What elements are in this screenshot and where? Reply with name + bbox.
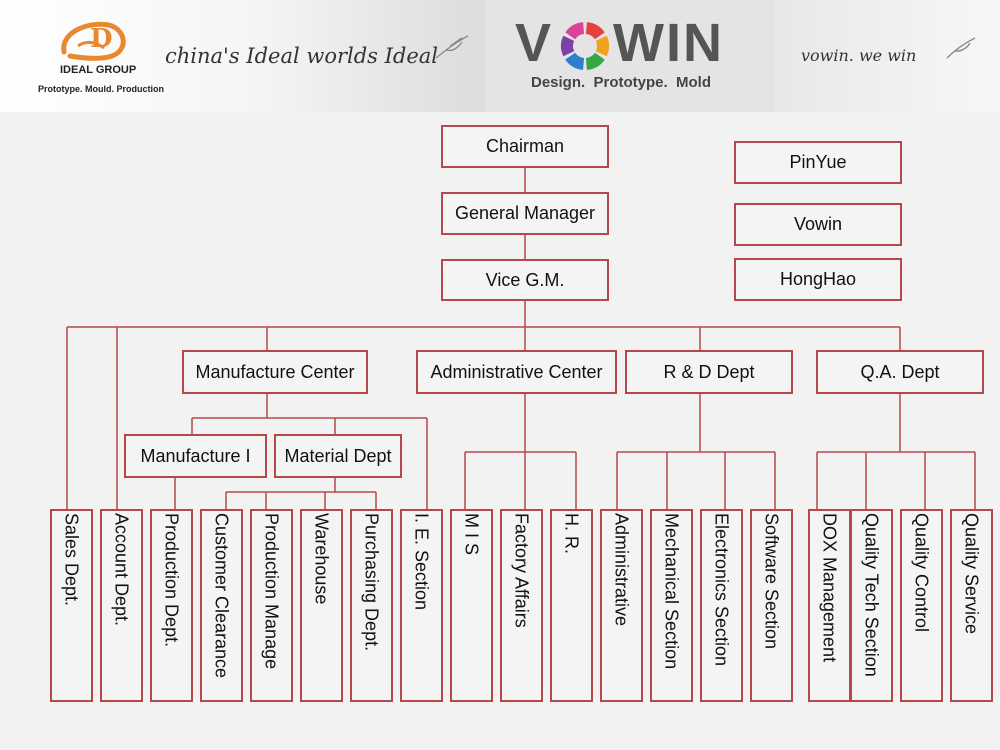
general-manager-box: General Manager: [441, 192, 609, 235]
leaf-label: Account Dept.: [111, 513, 132, 627]
manufacture-i-box: Manufacture I: [124, 434, 267, 478]
affiliate-honghao-box: HongHao: [734, 258, 902, 301]
leaf-label: Administrative: [611, 513, 632, 627]
vowin-wordmark-right: WIN: [613, 13, 724, 73]
leaf-mechanical-section: Mechanical Section: [650, 509, 693, 702]
leaf-factory-affairs: Factory Affairs: [500, 509, 543, 702]
gear-segment: [561, 35, 575, 57]
chairman-box: Chairman: [441, 125, 609, 168]
leaf-label: Quality Tech Section: [861, 513, 882, 677]
leaf-label: Sales Dept.: [61, 513, 82, 607]
affiliate-pinyue-box: PinYue: [734, 141, 902, 184]
header-banner: D IDEAL GROUP Prototype. Mould. Producti…: [0, 0, 1000, 112]
leaf-label: Warehouse: [311, 513, 332, 605]
leaf-label: Quality Service: [961, 513, 982, 635]
leaf-purchasing-dept: Purchasing Dept.: [350, 509, 393, 702]
leaf-label: M I S: [461, 513, 482, 556]
vowin-gear-icon: [561, 22, 609, 70]
ideal-group-subtitle: Prototype. Mould. Production: [38, 84, 164, 94]
leaf-customer-clearance: Customer Clearance: [200, 509, 243, 702]
leaf-label: Software Section: [761, 513, 782, 650]
leaf-label: Mechanical Section: [661, 513, 682, 670]
leaf-production-manage: Production Manage: [250, 509, 293, 702]
leaf-administrative: Administrative: [600, 509, 643, 702]
leaf-quality-service: Quality Service: [950, 509, 993, 702]
left-tagline: china's Ideal worlds Ideal: [165, 44, 439, 68]
leaf-quality-control: Quality Control: [900, 509, 943, 702]
ideal-group-name: IDEAL GROUP: [60, 64, 137, 76]
material-dept-box: Material Dept: [274, 434, 402, 478]
leaf-label: Electronics Section: [711, 513, 732, 667]
feather-pen-icon-right: [946, 37, 976, 59]
leaf-dox-management: DOX Management: [808, 509, 851, 702]
feather-pen-icon: [435, 35, 469, 59]
vowin-banner: V WIN Design. Prototype. Mold: [485, 0, 775, 112]
gear-segment: [585, 22, 605, 40]
leaf-label: I. E. Section: [411, 513, 432, 611]
gear-segment: [585, 52, 605, 70]
leaf-software-section: Software Section: [750, 509, 793, 702]
leaf-mis: M I S: [450, 509, 493, 702]
leaf-quality-tech-section: Quality Tech Section: [850, 509, 893, 702]
qa-dept-box: Q.A. Dept: [816, 350, 984, 394]
leaf-label: Customer Clearance: [211, 513, 232, 679]
gear-segment: [595, 35, 609, 57]
ideal-group-logo: D IDEAL GROUP Prototype. Mould. Producti…: [28, 12, 168, 100]
leaf-warehouse: Warehouse: [300, 509, 343, 702]
leaf-label: H. R.: [561, 513, 582, 555]
leaf-label: Quality Control: [911, 513, 932, 633]
ideal-group-banner: D IDEAL GROUP Prototype. Mould. Producti…: [0, 0, 485, 112]
leaf-account-dept: Account Dept.: [100, 509, 143, 702]
leaf-hr: H. R.: [550, 509, 593, 702]
vowin-wordmark-left: V: [515, 13, 554, 73]
manufacture-center-box: Manufacture Center: [182, 350, 368, 394]
leaf-label: Production Manage: [261, 513, 282, 670]
ideal-group-logo-mark: [61, 21, 126, 61]
ideal-group-monogram: D: [90, 24, 113, 54]
leaf-label: Production Dept.: [161, 513, 182, 648]
leaf-label: Purchasing Dept.: [361, 513, 382, 652]
leaf-electronics-section: Electronics Section: [700, 509, 743, 702]
vowin-logo: V WIN Design. Prototype. Mold: [515, 13, 745, 104]
leaf-label: DOX Management: [819, 513, 840, 663]
affiliate-vowin-box: Vowin: [734, 203, 902, 246]
gear-segment: [565, 22, 585, 40]
rd-dept-box: R & D Dept: [625, 350, 793, 394]
right-tagline: vowin. we win: [801, 46, 917, 65]
vice-gm-box: Vice G.M.: [441, 259, 609, 301]
gear-segment: [565, 52, 585, 70]
leaf-ie-section: I. E. Section: [400, 509, 443, 702]
leaf-production-dept: Production Dept.: [150, 509, 193, 702]
vowin-subtitle: Design. Prototype. Mold: [531, 74, 712, 91]
leaf-label: Factory Affairs: [511, 513, 532, 628]
leaf-sales-dept: Sales Dept.: [50, 509, 93, 702]
administrative-center-box: Administrative Center: [416, 350, 617, 394]
vowin-slogan-banner: vowin. we win: [775, 0, 1000, 112]
